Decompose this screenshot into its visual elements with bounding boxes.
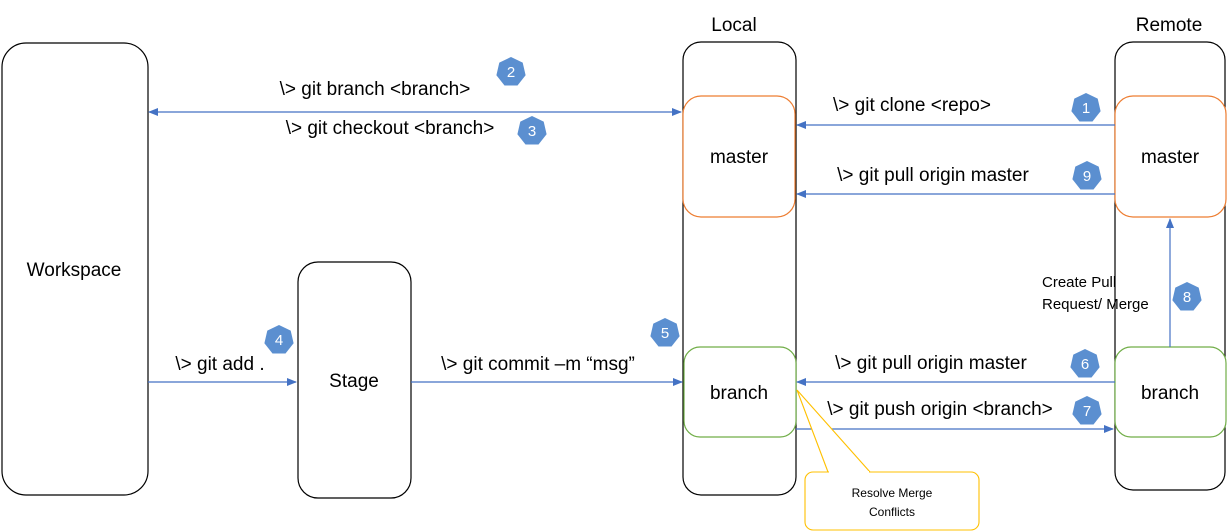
badge-2-shape	[496, 57, 526, 86]
callout-line2: Conflicts	[869, 505, 915, 519]
badge-7-shape	[1072, 396, 1102, 425]
badge-3-checkout: 3	[517, 116, 547, 145]
callout-line1: Resolve Merge	[852, 486, 933, 500]
stage-box	[297, 261, 412, 499]
git-checkout-label: \> git checkout <branch>	[286, 118, 495, 139]
badge-6-number: 6	[1081, 356, 1089, 373]
badge-9-shape	[1072, 161, 1102, 190]
local-master-box	[682, 95, 796, 218]
badge-5-commit: 5	[650, 318, 680, 347]
badge-1-clone: 1	[1071, 93, 1101, 122]
git-add-label: \> git add .	[175, 354, 264, 375]
git-branch-label: \> git branch <branch>	[280, 79, 471, 100]
badge-1-number: 1	[1082, 100, 1090, 117]
badge-9-pull-master: 9	[1072, 161, 1102, 190]
badge-8-pull-request: 8	[1172, 282, 1202, 311]
local-master-label: master	[710, 147, 769, 168]
badge-6-pull-branch: 6	[1070, 349, 1100, 378]
badge-8-shape	[1172, 282, 1202, 311]
badge-5-shape	[650, 318, 680, 347]
workspace-label: Workspace	[27, 260, 122, 281]
step-badges: 2 3 4 5 1 9 8 6	[264, 57, 1202, 425]
badge-3-shape	[517, 116, 547, 145]
badge-9-number: 9	[1083, 168, 1091, 185]
badge-4-number: 4	[275, 332, 283, 349]
remote-master-box	[1114, 95, 1227, 218]
remote-master-label: master	[1141, 147, 1200, 168]
badge-2-branch: 2	[496, 57, 526, 86]
git-clone-label: \> git clone <repo>	[833, 95, 991, 116]
local-branch-box	[683, 346, 797, 438]
local-column-title: Local	[711, 15, 756, 36]
stage-label: Stage	[329, 371, 379, 392]
badge-4-add: 4	[264, 325, 294, 354]
workspace-box	[1, 42, 149, 496]
remote-column-title: Remote	[1136, 15, 1203, 36]
callout-pointer	[796, 389, 871, 473]
badge-7-push: 7	[1072, 396, 1102, 425]
badge-5-number: 5	[661, 325, 669, 342]
git-push-label: \> git push origin <branch>	[827, 399, 1053, 420]
badge-4-shape	[264, 325, 294, 354]
badge-7-number: 7	[1083, 403, 1091, 420]
git-pull-master-label: \> git pull origin master	[837, 165, 1029, 186]
badge-3-number: 3	[528, 123, 536, 140]
remote-branch-label: branch	[1141, 383, 1199, 404]
local-branch-label: branch	[710, 383, 768, 404]
badge-6-shape	[1070, 349, 1100, 378]
pull-request-label-line1: Create Pull	[1042, 274, 1116, 291]
git-pull-branch-label: \> git pull origin master	[835, 353, 1027, 374]
badge-2-number: 2	[507, 64, 515, 81]
git-commit-label: \> git commit –m “msg”	[441, 354, 635, 375]
resolve-conflicts-callout	[804, 471, 980, 531]
badge-1-shape	[1071, 93, 1101, 122]
pull-request-label-line2: Request/ Merge	[1042, 296, 1149, 313]
badge-8-number: 8	[1183, 289, 1191, 306]
